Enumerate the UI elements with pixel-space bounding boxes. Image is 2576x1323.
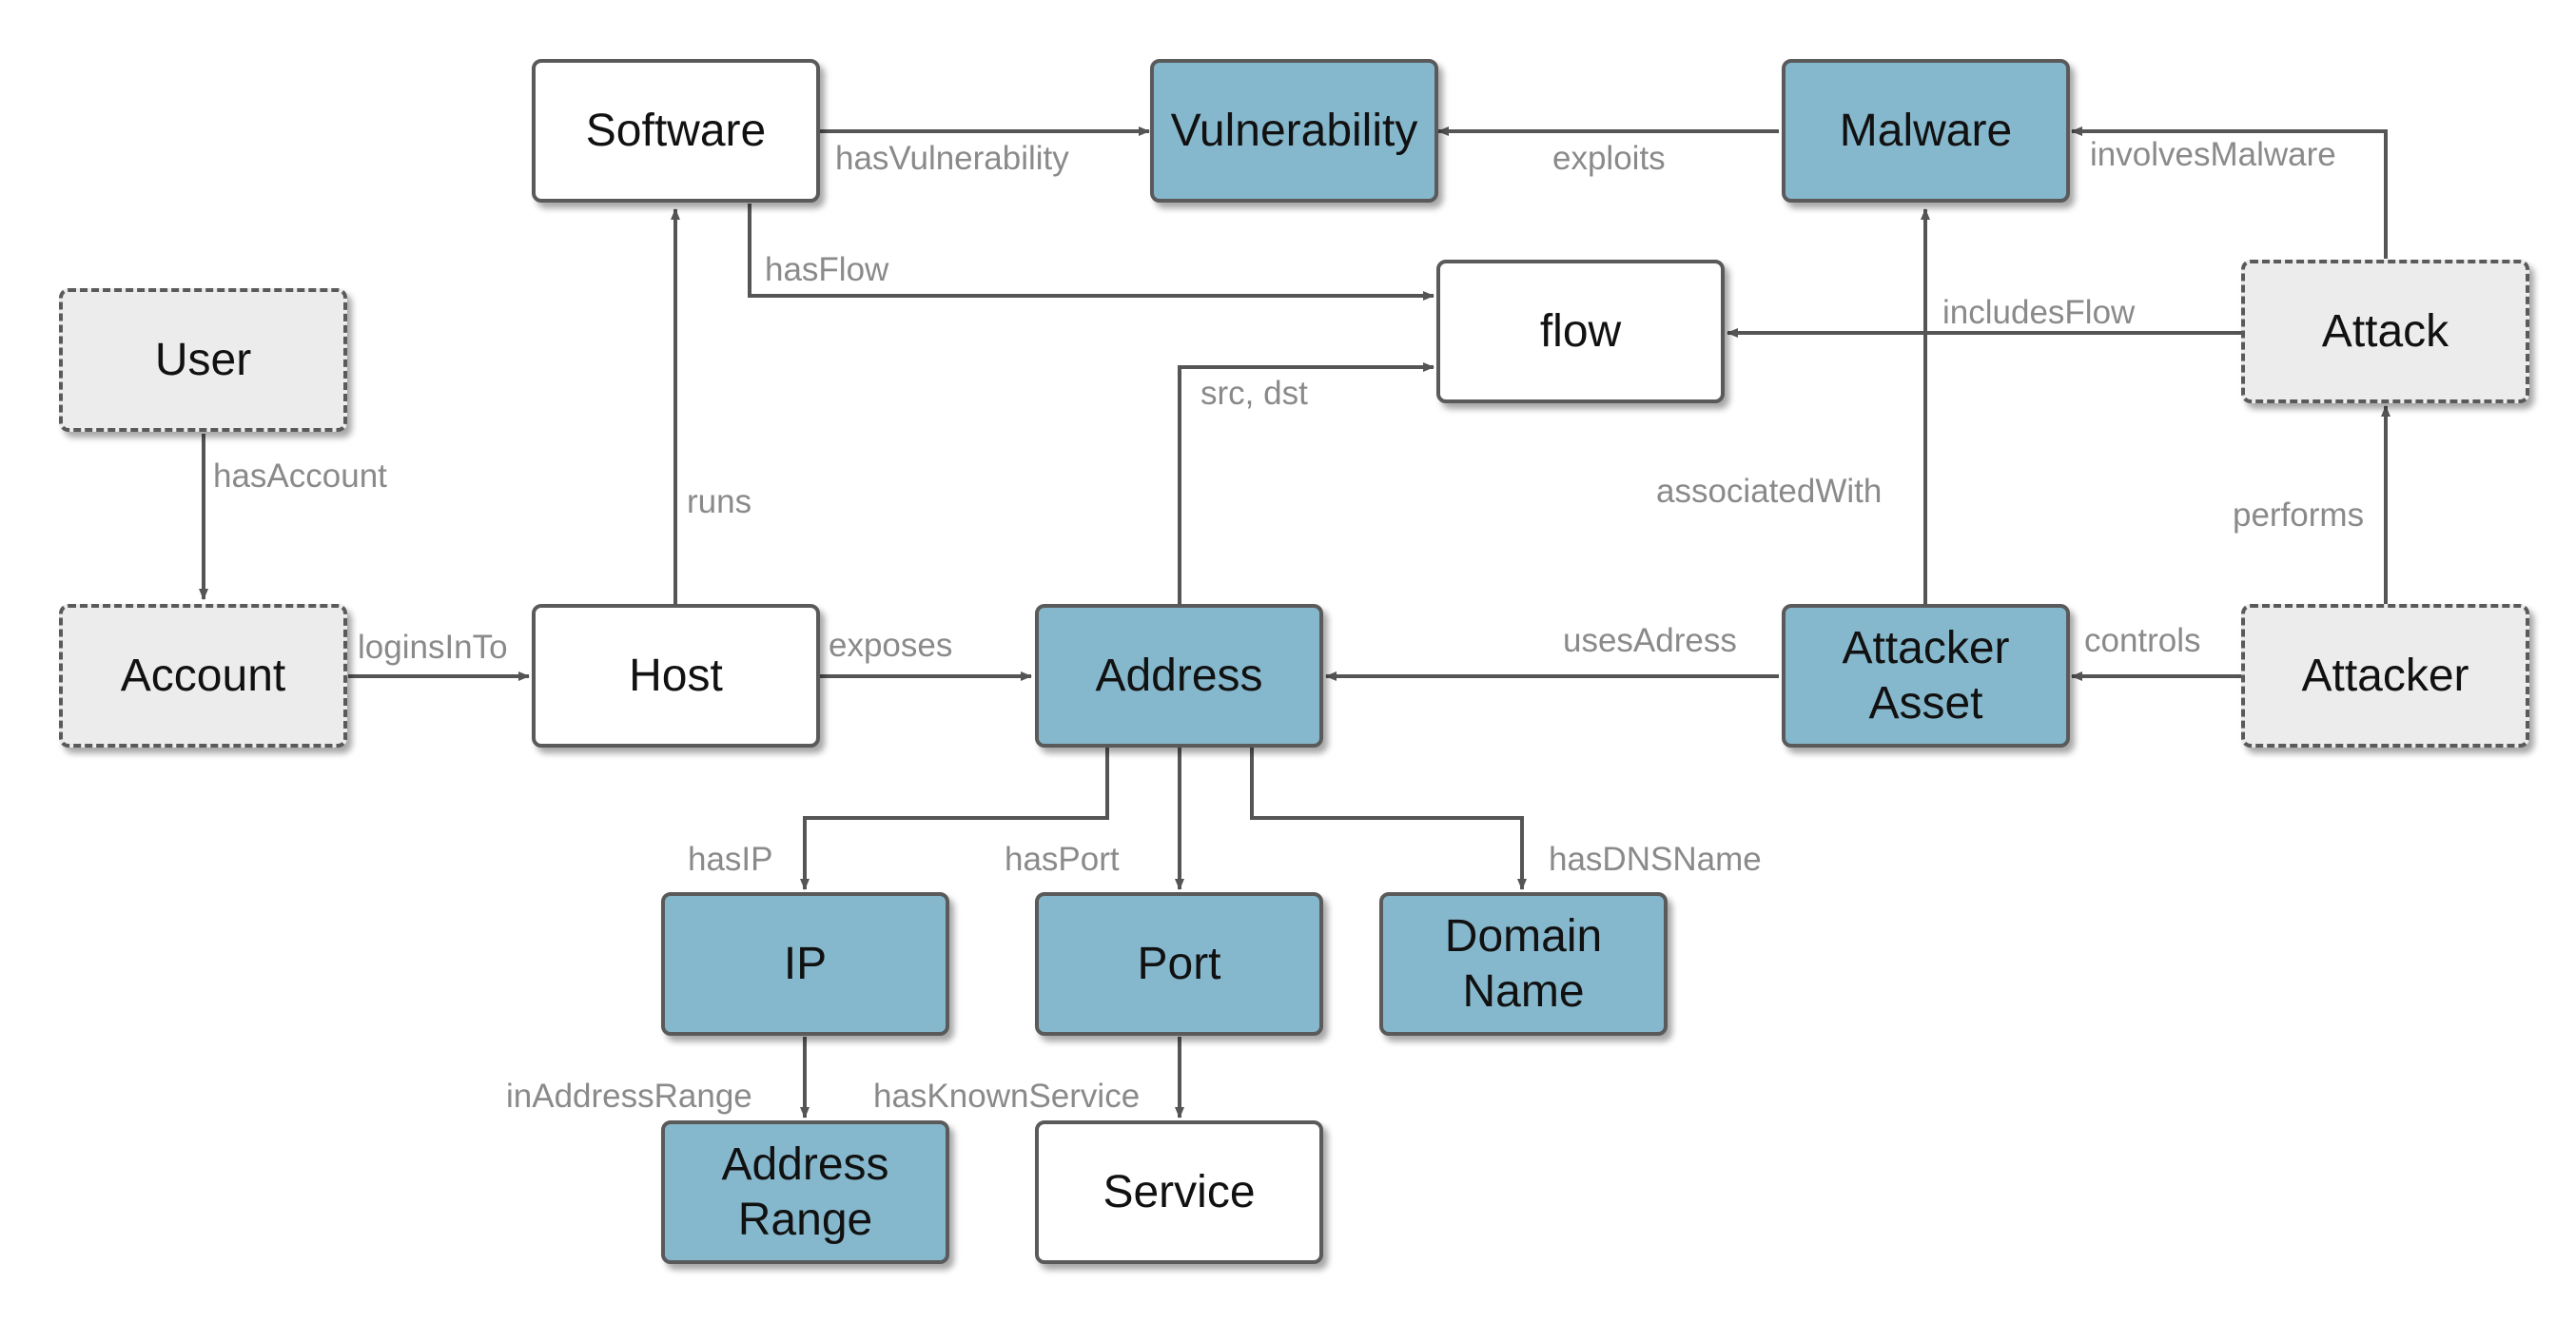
node-port: Port	[1035, 892, 1323, 1036]
node-account: Account	[59, 604, 347, 748]
node-service: Service	[1035, 1120, 1323, 1264]
node-software: Software	[532, 59, 820, 203]
node-malware: Malware	[1782, 59, 2070, 203]
node-user: User	[59, 288, 347, 432]
label-involves-malware: involvesMalware	[2090, 136, 2336, 173]
edge-has-flow	[748, 204, 1434, 301]
edge-has-ip	[800, 748, 1109, 890]
label-in-address-range: inAddressRange	[506, 1078, 752, 1115]
label-has-port: hasPort	[1005, 841, 1120, 878]
label-performs: performs	[2233, 496, 2365, 534]
node-domain-name: Domain Name	[1379, 892, 1668, 1036]
label-exposes: exposes	[829, 627, 953, 664]
node-address-range: Address Range	[661, 1120, 949, 1264]
node-address: Address	[1035, 604, 1323, 748]
node-flow: flow	[1436, 260, 1725, 403]
node-vulnerability: Vulnerability	[1150, 59, 1438, 203]
label-src-dst: src, dst	[1200, 375, 1308, 412]
node-ip: IP	[661, 892, 949, 1036]
label-has-dns-name: hasDNSName	[1549, 841, 1762, 878]
label-uses-adress: usesAdress	[1563, 622, 1737, 659]
label-controls: controls	[2084, 622, 2201, 659]
edge-src-dst	[1178, 362, 1434, 604]
label-exploits: exploits	[1552, 140, 1666, 177]
label-has-flow: hasFlow	[765, 251, 889, 288]
label-logins-in-to: loginsInTo	[358, 629, 508, 666]
node-attacker-asset: Attacker Asset	[1782, 604, 2070, 748]
label-has-known-service: hasKnownService	[873, 1078, 1141, 1115]
edge-involves-malware	[2071, 126, 2388, 259]
label-has-account: hasAccount	[213, 457, 387, 495]
label-includes-flow: includesFlow	[1942, 294, 2136, 331]
node-host: Host	[532, 604, 820, 748]
node-attacker: Attacker	[2241, 604, 2529, 748]
edge-has-dns-name	[1250, 748, 1527, 890]
label-has-ip: hasIP	[688, 841, 773, 878]
label-runs: runs	[687, 483, 752, 520]
node-attack: Attack	[2241, 260, 2529, 403]
label-has-vulnerability: hasVulnerability	[835, 140, 1069, 177]
label-associated-with: associatedWith	[1656, 473, 1883, 510]
